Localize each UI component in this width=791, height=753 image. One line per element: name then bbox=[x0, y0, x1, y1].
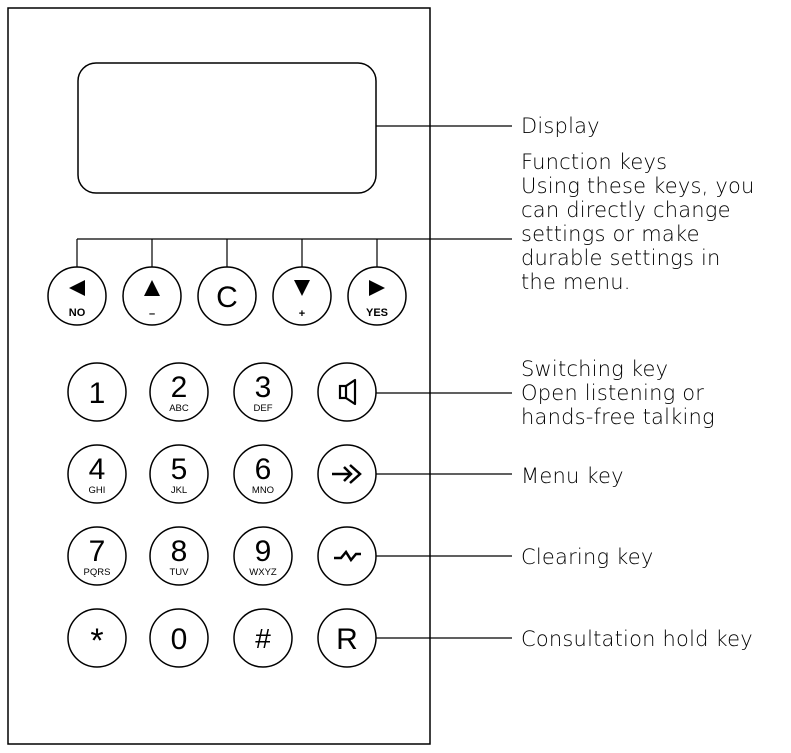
consultation-hold-key-annotation: Consultation hold key bbox=[521, 627, 753, 651]
key-6-digit: 6 bbox=[255, 453, 272, 486]
switching-key-annotation: Switching key Open listening or hands-fr… bbox=[521, 357, 715, 429]
no-key[interactable]: NO bbox=[47, 266, 107, 326]
key-0[interactable]: 0 bbox=[149, 608, 209, 668]
key-8-letters: TUV bbox=[170, 567, 190, 578]
key-9[interactable]: 9 WXYZ bbox=[233, 526, 293, 586]
function-keys-annotation: Function keys Using these keys, you can … bbox=[521, 150, 755, 294]
key-star-digit: * bbox=[90, 622, 103, 660]
function-keys-line: durable settings in bbox=[521, 246, 721, 270]
hook-icon bbox=[334, 549, 361, 563]
function-keys-line: the menu. bbox=[521, 270, 631, 294]
arrow-up-icon bbox=[144, 280, 160, 296]
clearing-key[interactable] bbox=[317, 526, 377, 586]
menu-arrow-icon bbox=[332, 464, 362, 484]
key-2-letters: ABC bbox=[169, 403, 189, 414]
up-minus-key-label: – bbox=[149, 308, 155, 320]
yes-key-label: YES bbox=[366, 307, 388, 319]
display-screen bbox=[77, 62, 377, 194]
key-3-digit: 3 bbox=[255, 371, 272, 404]
key-hash[interactable]: # bbox=[233, 608, 293, 668]
switching-key-line: Open listening or bbox=[521, 381, 705, 405]
menu-key[interactable] bbox=[317, 444, 377, 504]
key-5-digit: 5 bbox=[171, 453, 188, 486]
up-minus-key[interactable]: – bbox=[122, 266, 182, 326]
function-keys-title: Function keys bbox=[521, 150, 668, 174]
switching-key-line: hands-free talking bbox=[521, 405, 715, 429]
no-key-label: NO bbox=[69, 307, 86, 319]
key-4-digit: 4 bbox=[89, 453, 106, 486]
key-5-letters: JKL bbox=[171, 485, 187, 496]
key-3-letters: DEF bbox=[254, 403, 273, 414]
arrow-left-icon bbox=[69, 280, 85, 296]
key-9-digit: 9 bbox=[255, 535, 272, 568]
arrow-down-icon bbox=[294, 280, 310, 296]
loudspeaker-key[interactable] bbox=[317, 362, 377, 422]
key-6-letters: MNO bbox=[252, 485, 274, 496]
key-4[interactable]: 4 GHI bbox=[67, 444, 127, 504]
function-keys-line: can directly change bbox=[521, 198, 731, 222]
key-hash-digit: # bbox=[255, 623, 271, 654]
key-0-digit: 0 bbox=[171, 623, 188, 656]
display-annotation: Display bbox=[521, 114, 600, 138]
switching-key-title: Switching key bbox=[521, 357, 669, 381]
key-3[interactable]: 3 DEF bbox=[233, 362, 293, 422]
consultation-hold-key-label: R bbox=[336, 623, 358, 656]
key-5[interactable]: 5 JKL bbox=[149, 444, 209, 504]
arrow-right-icon bbox=[369, 280, 385, 296]
key-1[interactable]: 1 bbox=[67, 362, 127, 422]
consultation-hold-key[interactable]: R bbox=[317, 608, 377, 668]
key-7[interactable]: 7 PQRS bbox=[67, 526, 127, 586]
down-plus-key-label: + bbox=[299, 308, 305, 320]
function-keys-line: Using these keys, you bbox=[521, 174, 755, 198]
key-9-letters: WXYZ bbox=[249, 567, 277, 578]
speaker-icon bbox=[338, 378, 357, 406]
yes-key[interactable]: YES bbox=[347, 266, 407, 326]
clear-key[interactable]: C bbox=[197, 266, 257, 326]
menu-key-annotation: Menu key bbox=[521, 464, 624, 488]
key-2[interactable]: 2 ABC bbox=[149, 362, 209, 422]
key-7-digit: 7 bbox=[89, 535, 106, 568]
key-7-letters: PQRS bbox=[84, 567, 111, 578]
down-plus-key[interactable]: + bbox=[272, 266, 332, 326]
key-star[interactable]: * bbox=[67, 608, 127, 668]
key-4-letters: GHI bbox=[89, 485, 106, 496]
phone-body bbox=[7, 7, 431, 745]
key-8[interactable]: 8 TUV bbox=[149, 526, 209, 586]
clear-key-label: C bbox=[216, 281, 238, 314]
function-keys-line: settings or make bbox=[521, 222, 700, 246]
key-8-digit: 8 bbox=[171, 535, 188, 568]
key-2-digit: 2 bbox=[171, 371, 188, 404]
clearing-key-annotation: Clearing key bbox=[521, 545, 654, 569]
key-6[interactable]: 6 MNO bbox=[233, 444, 293, 504]
key-1-digit: 1 bbox=[89, 377, 106, 410]
